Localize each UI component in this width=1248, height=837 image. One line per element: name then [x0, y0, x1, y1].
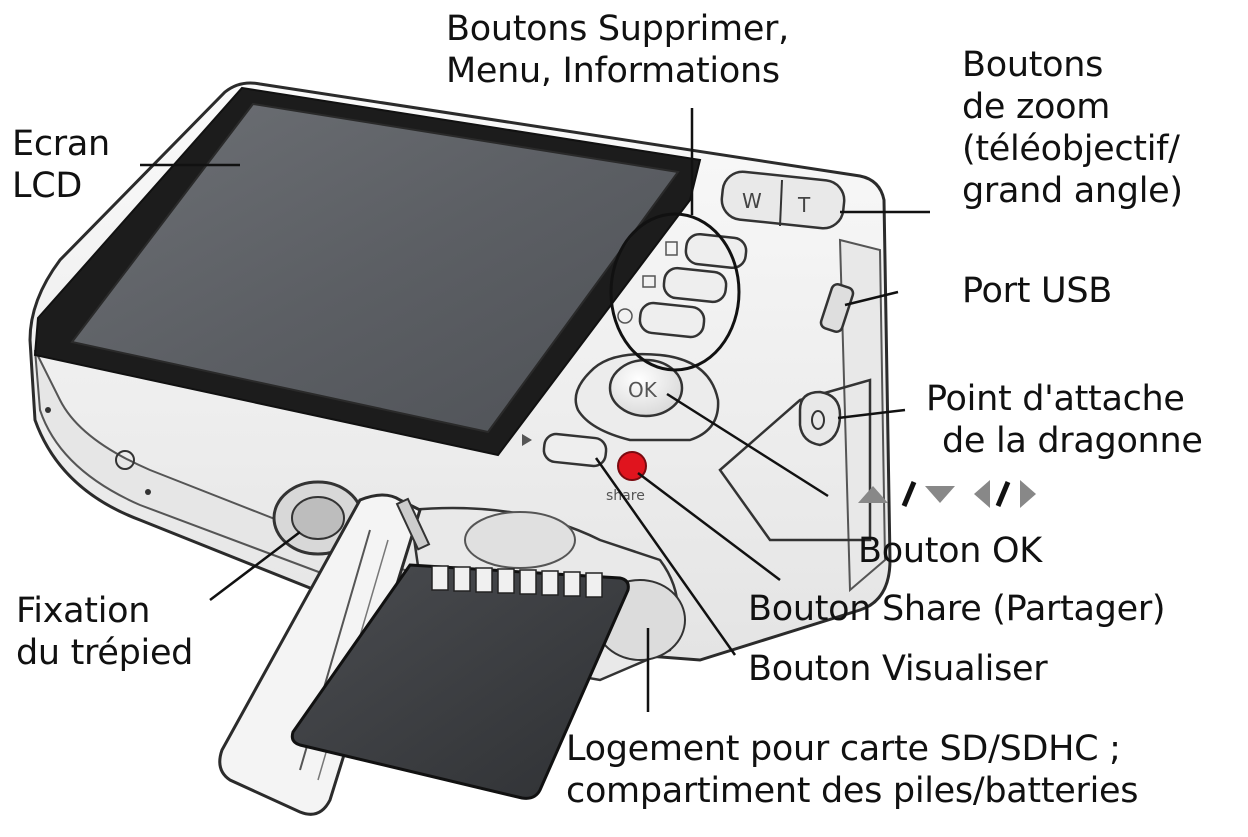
zoom-wide-mark: W: [742, 189, 762, 213]
label-boutons-supprimer: Boutons Supprimer, Menu, Informations: [446, 9, 789, 91]
callout-share: [637, 472, 781, 581]
label-bouton-ok: Bouton OK: [858, 531, 1042, 571]
label-logement-carte: Logement pour carte SD/SDHC ; compartime…: [566, 729, 1139, 811]
label-port-usb: Port USB: [962, 271, 1112, 311]
arrow-left-icon: [974, 480, 990, 508]
delete-button[interactable]: [665, 232, 748, 270]
arrow-up-icon: [858, 486, 888, 503]
share-button[interactable]: share: [606, 451, 647, 504]
compartment-door: [218, 493, 431, 816]
label-bouton-visualiser: Bouton Visualiser: [748, 649, 1048, 689]
review-button[interactable]: [522, 432, 608, 468]
callout-dragonne: [837, 408, 906, 420]
label-boutons-zoom: Boutons de zoom (téléobjectif/ grand ang…: [962, 45, 1183, 211]
strap-post: [798, 390, 842, 447]
ok-mark: OK: [628, 378, 658, 402]
callout-trepied: [209, 531, 301, 601]
sd-card-contacts: [431, 565, 603, 598]
usb-port: [819, 283, 855, 333]
slash-2: [995, 481, 1011, 507]
play-icon: [522, 434, 532, 446]
label-bouton-share: Bouton Share (Partager): [748, 589, 1166, 629]
label-ecran-lcd: Ecran LCD: [12, 124, 110, 206]
arrow-right-icon: [1020, 480, 1036, 508]
label-point-attache: Point d'attache de la dragonne: [926, 379, 1203, 461]
sd-card: [290, 563, 630, 800]
direction-arrows: [858, 480, 1036, 508]
menu-icon: [642, 275, 656, 288]
callout-visualiser: [594, 457, 737, 656]
callout-lines: [140, 108, 930, 712]
trash-icon: [665, 241, 678, 256]
share-mark: share: [606, 488, 645, 504]
lcd-screen: [33, 86, 702, 457]
navigation-pad[interactable]: OK: [574, 352, 720, 442]
menu-button[interactable]: [642, 266, 728, 304]
zoom-buttons[interactable]: W T: [720, 170, 846, 230]
slash-1: [901, 481, 917, 507]
info-icon: [617, 308, 633, 324]
zoom-tele-mark: T: [797, 193, 811, 217]
info-button[interactable]: [617, 301, 706, 339]
label-fixation-trepied: Fixation du trépied: [16, 591, 194, 673]
callout-ok: [666, 392, 829, 498]
highlight-circle: [609, 212, 741, 372]
callout-usb: [844, 290, 899, 307]
arrow-down-icon: [925, 486, 955, 503]
